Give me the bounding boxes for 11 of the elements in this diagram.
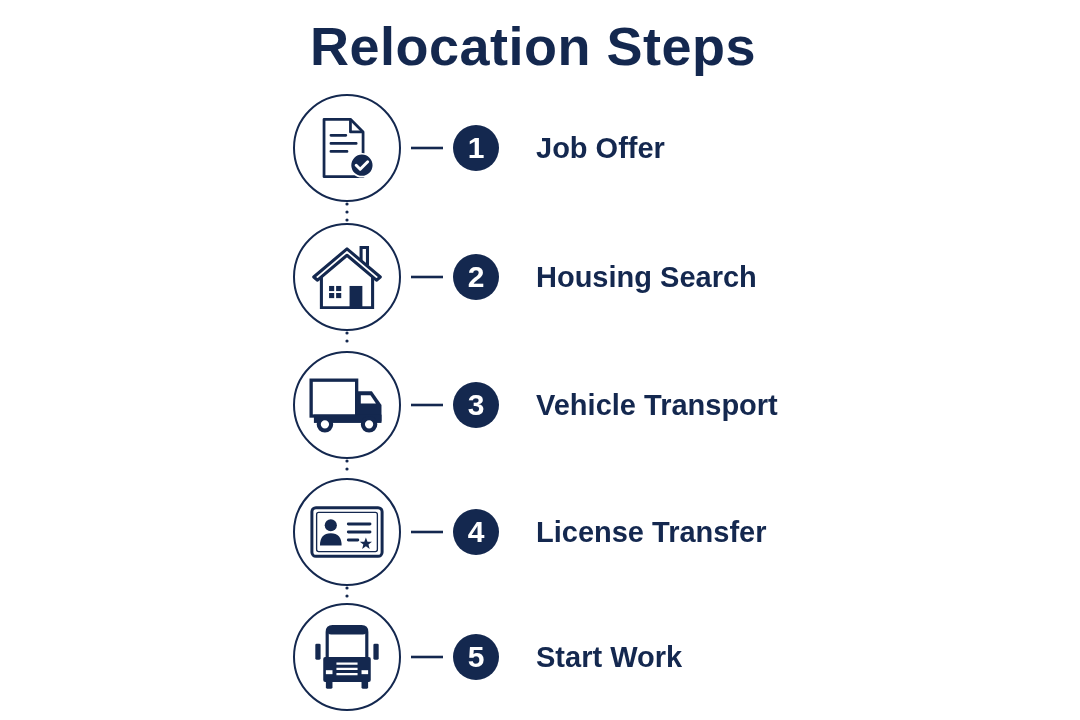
connector-line — [411, 530, 443, 534]
connector-line — [411, 146, 443, 150]
connector-line — [411, 403, 443, 407]
step-label: Housing Search — [536, 259, 757, 295]
step-label: Vehicle Transport — [536, 387, 778, 423]
connector-line — [411, 275, 443, 279]
title: Relocation Steps — [309, 15, 757, 78]
step-label: Job Offer — [536, 130, 665, 166]
step-label: Start Work — [536, 639, 683, 675]
step-label: License Transfer — [536, 514, 767, 550]
connector-line — [411, 655, 443, 659]
